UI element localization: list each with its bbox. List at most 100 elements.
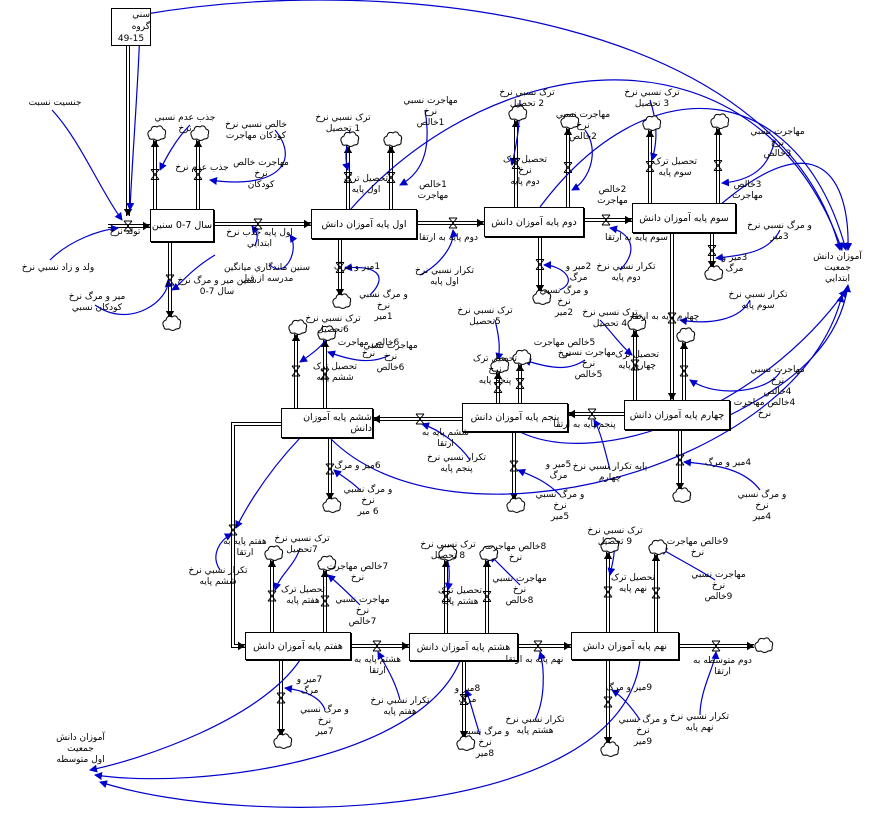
label-netmig7-rate: مهاجرت نسبي نرخ 7خالص — [335, 595, 390, 627]
flow-dropout3-valve — [645, 161, 655, 172]
label-birth-rate: ولد و زاد نسبي نرخ — [21, 263, 95, 273]
label-dropout1-rate: ترک نسبي نرخ 1 تحصيل — [315, 113, 371, 134]
link-grade7-to-middle — [89, 659, 301, 773]
link-netmig1 — [399, 109, 428, 186]
link-netmig3 — [721, 139, 776, 187]
flow-netmig9-head — [651, 554, 661, 561]
label-promo9: دوم متوسطه به ارتقا — [693, 656, 752, 677]
label-mort2-rate: و مرگ نسبي نرخ 2مير — [539, 286, 589, 318]
flow-mort5-cloud — [506, 497, 526, 513]
label-repeat5: تكرار نسبي نرخ پنجم پايه — [426, 453, 487, 474]
label-mort4: 4مير و مرگ — [704, 458, 752, 468]
flow-dropout7-valve-frame — [268, 590, 276, 602]
flow-dropout9-valve-frame — [604, 586, 612, 598]
label-mort8-rate: و مرگ نسبي نرخ 8مير — [460, 727, 510, 759]
link-grade9-to-middle — [99, 659, 641, 808]
flow-dropout5-valve — [493, 382, 503, 393]
flow-netmig4-valve — [679, 365, 689, 377]
link-grade2-to-primary — [539, 107, 849, 251]
flow-netmig2-valve-frame — [564, 162, 572, 173]
label-mort8: 8مير و مرگ — [454, 684, 481, 705]
flow-promo9-cloud — [754, 637, 774, 653]
flow-netmig8-cloud — [479, 545, 499, 561]
label-dropout8-rate: ترک نسبي نرخ 8 تحصيل — [420, 540, 476, 561]
flow-mort2-valve-frame — [536, 259, 544, 270]
flow-promo1-head — [477, 218, 484, 228]
label-promo3: چهارم پايه به ارتقا — [631, 312, 700, 322]
flow-netmig8-valve-frame — [483, 591, 491, 602]
flow-mort2-valve — [535, 259, 545, 270]
chain-valve-3 — [601, 214, 611, 226]
label-sex-ratio: جنسيت نسبت — [28, 98, 82, 108]
flow-mort7-valve-frame — [277, 692, 285, 704]
flow-netmig-child-head — [193, 140, 203, 147]
label-promo5: ششم پايه به ارتقا — [421, 428, 470, 449]
label-before-school: سنين ماندگاري ميانگين مدرسه از قبل — [223, 263, 311, 284]
label-dropout1: تحصيل ترک اول پايه — [343, 174, 389, 195]
flow-dropout1-head — [343, 146, 353, 153]
flow-mort7-head — [276, 729, 286, 736]
stock-grade-3: سوم پايه آموزان دانش — [632, 203, 736, 233]
label-middle-pop: آموزان دانش جمعيت اول متوسطه — [56, 733, 105, 765]
link-grade6-repeat — [235, 437, 301, 529]
link-age-group — [126, 20, 141, 211]
chain-valve-2-frame — [449, 217, 457, 229]
chain-valve-10 — [711, 640, 721, 652]
link-repeat2 — [609, 225, 632, 271]
label-mort9: 9مير و مرگ — [605, 683, 653, 693]
flow-dropout2-valve-frame — [512, 158, 520, 169]
flow-netmig2-valve — [563, 162, 573, 173]
flow-mort1-head — [335, 289, 345, 296]
flow-admit-grade1-head — [304, 219, 311, 229]
flow-netmig9-cloud — [648, 539, 668, 555]
chain-valve-8 — [372, 640, 382, 652]
flow-mort6-valve-frame — [326, 463, 334, 475]
link-mort4 — [683, 458, 761, 491]
link-dropout5 — [494, 319, 504, 361]
label-mort1: 1مير و مرگ — [333, 262, 381, 272]
label-mort5-rate: و مرگ نسبي نرخ 5مير — [535, 490, 585, 522]
flow-dropout9-head — [603, 552, 613, 559]
flow-mort1-cloud — [332, 293, 352, 309]
label-netmig1: 1خالص مهاجرت — [417, 180, 449, 201]
flow-mort1-valve-frame — [336, 262, 344, 273]
flow-mort4-head — [675, 483, 685, 490]
label-promo2: سوم پايه به ارتقا — [605, 233, 668, 243]
stock-grade-7: هفتم پايه آموزان دانش — [245, 632, 351, 660]
label-promo6: هفتم پايه به ارتقا — [223, 537, 267, 558]
link-mort7 — [284, 684, 326, 711]
label-dropout7: تحصيل ترک هفتم پايه — [280, 585, 326, 606]
label-mort2: 2مير و مرگ — [565, 262, 592, 283]
label-dropout7-rate: ترک نسبي نرخ 7تحصيل — [274, 534, 330, 555]
age-group-box: سني گروه 49-15 — [111, 8, 151, 46]
chain-valve-5-frame — [588, 408, 596, 420]
label-dropout2-rate: ترک نسبي نرخ 2 تحصيل — [499, 88, 555, 109]
flow-promo7-head — [402, 641, 409, 651]
label-netmig1-rate: مهاجرت نسبي نرخ 1خالص — [403, 96, 458, 128]
link-mort6 — [333, 469, 361, 491]
flow-mort7-cloud — [273, 733, 293, 749]
flow-dropout9-cloud — [600, 537, 620, 553]
chain-valve-9 — [533, 640, 543, 652]
chain-valve-3-frame — [602, 214, 610, 226]
label-mort3: 3مير و مرگ — [721, 253, 748, 274]
flow-mort9-head — [603, 737, 613, 744]
label-netmig9-rate: مهاجرت نسبي نرخ 9خالص — [691, 570, 746, 602]
label-absorb: جذب عدم نرخ — [175, 163, 229, 173]
flow-mort3-head — [707, 261, 717, 268]
flow-promo9-head — [747, 641, 754, 651]
flow-netmig-child-valve — [193, 169, 203, 180]
flow-mort9-cloud — [600, 741, 620, 757]
flow-netmig3-valve — [713, 160, 723, 171]
label-primary-absorb: اول پايه جذب نرخ ابتدايي — [226, 228, 293, 249]
label-promo4: پنجم پايه به ارتقا — [553, 420, 616, 430]
flow-mort8-valve-frame — [460, 694, 468, 705]
label-dropout9-rate: ترک نسبي نرخ 9 تحصيل — [587, 526, 643, 547]
label-net-child-mig-rate: خالص نسبي نرخ كودكان مهاجرت — [225, 120, 287, 141]
label-netmig2-rate: مهاجرت نسبي نرخ 2خالص — [555, 110, 611, 142]
label-netmig8-rate: مهاجرت نسبي نرخ 8خالص — [492, 574, 547, 606]
label-primary-pop: آموزان دانش جمعيت ابتدايي — [813, 252, 862, 284]
label-repeat1: تكرار نسبي نرخ اول پايه — [414, 266, 475, 287]
link-absorb-rate — [159, 124, 191, 171]
label-dropout3-rate: ترک نسبي نرخ 3 تحصيل — [624, 88, 680, 109]
